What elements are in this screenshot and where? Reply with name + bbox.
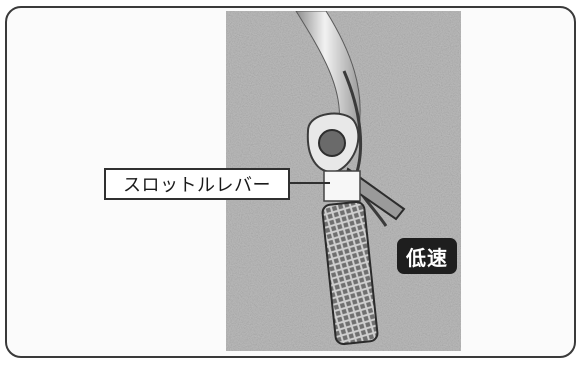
shaft-collar (323, 170, 361, 202)
knurled-grip (321, 200, 379, 346)
throttle-lever-callout: スロットルレバー (104, 168, 290, 200)
housing-cap (318, 129, 346, 157)
handle-photo (226, 11, 461, 351)
callout-leader-line (290, 182, 330, 184)
low-speed-badge: 低速 (397, 238, 457, 274)
